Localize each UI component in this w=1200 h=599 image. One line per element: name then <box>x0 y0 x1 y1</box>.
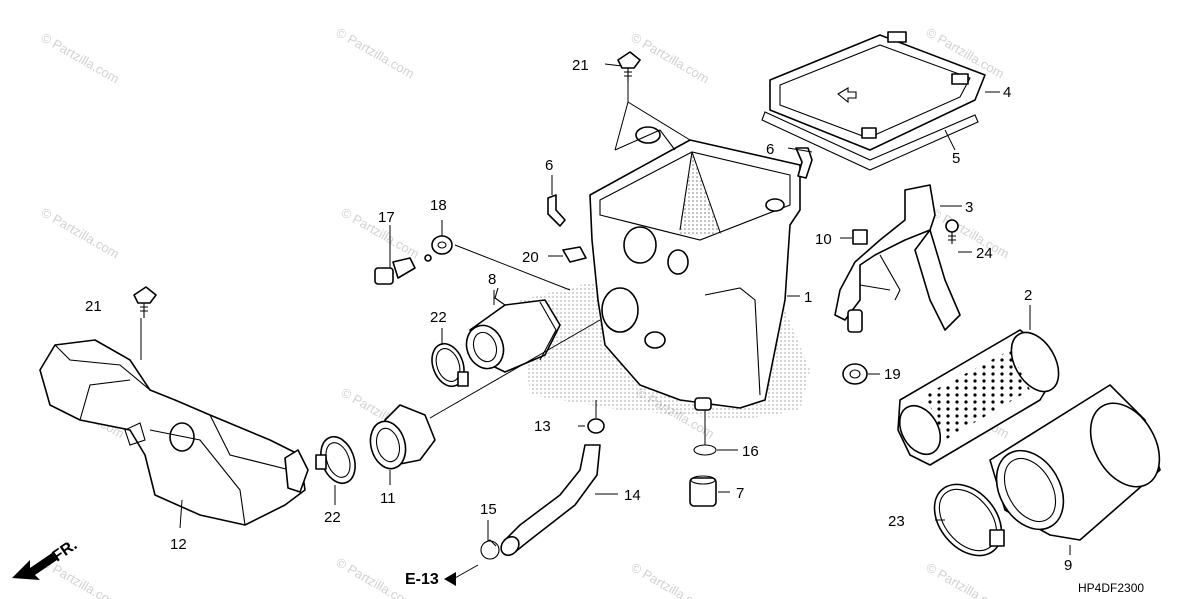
hose-clamp-22b <box>315 435 356 485</box>
filter-bracket <box>834 184 961 333</box>
watermark: © Partzilla.com <box>334 25 417 82</box>
drain-tube-7 <box>689 475 717 507</box>
callout-16: 16 <box>742 443 759 460</box>
callout-14: 14 <box>624 487 641 504</box>
front-arrow-icon <box>12 553 57 580</box>
callout-4: 4 <box>1003 84 1011 101</box>
callout-22: 22 <box>430 309 447 326</box>
filter-element-outer <box>989 384 1161 541</box>
callout-23: 23 <box>888 513 905 530</box>
callout-17: 17 <box>378 209 395 226</box>
cover-gasket <box>761 111 979 171</box>
hose-clamp-22a <box>431 342 469 388</box>
drain-plug-17 <box>374 254 432 285</box>
watermark: © Partzilla.com <box>629 560 712 599</box>
drain-hose-14 <box>504 444 601 553</box>
callout-20: 20 <box>522 249 539 266</box>
bolt-21-left <box>133 286 157 318</box>
callout-7: 7 <box>736 485 744 502</box>
callout-12: 12 <box>170 536 187 553</box>
connecting-tube-8 <box>465 287 561 373</box>
part-10-block <box>852 229 868 245</box>
bolt-21-top <box>617 51 641 82</box>
grommet-19 <box>842 363 868 385</box>
housing-cover <box>769 31 986 151</box>
watermark: © Partzilla.com <box>39 205 122 262</box>
clip-16 <box>693 444 717 456</box>
callout-21: 21 <box>85 298 102 315</box>
callout-18: 18 <box>430 197 447 214</box>
clip-6a <box>547 194 566 227</box>
filter-element-inner <box>897 329 1060 466</box>
watermark: © Partzilla.com <box>39 30 122 87</box>
band-clamp-23 <box>933 483 1005 557</box>
callout-15: 15 <box>480 501 497 518</box>
callout-8: 8 <box>488 271 496 288</box>
callout-6: 6 <box>545 157 553 174</box>
screw-24 <box>945 219 959 244</box>
reference-arrow-icon <box>444 572 456 586</box>
callout-24: 24 <box>976 245 993 262</box>
callout-1: 1 <box>804 289 812 306</box>
intake-boot-11 <box>369 404 436 470</box>
clip-15 <box>480 539 500 560</box>
callout-22: 22 <box>324 509 341 526</box>
callout-19: 19 <box>884 366 901 383</box>
callouts: 21 4 5 6 6 17 18 3 20 10 24 8 1 2 21 22 … <box>85 57 1072 574</box>
diagram-code: HP4DF2300 <box>1078 581 1144 595</box>
intake-duct-12 <box>39 339 309 526</box>
cap-13 <box>587 418 605 434</box>
callout-2: 2 <box>1024 287 1032 304</box>
air-cleaner-housing <box>589 126 801 411</box>
callout-10: 10 <box>815 231 832 248</box>
callout-5: 5 <box>952 150 960 167</box>
watermark: © Partzilla.com <box>924 560 1007 599</box>
callout-11: 11 <box>380 490 396 507</box>
callout-21: 21 <box>572 57 589 74</box>
clip-6b <box>795 147 813 179</box>
clip-20 <box>562 246 587 263</box>
leader-lines <box>140 63 1071 579</box>
grommet-18 <box>431 235 453 255</box>
callout-6: 6 <box>766 141 774 158</box>
callout-13: 13 <box>534 418 551 435</box>
callout-9: 9 <box>1064 557 1072 574</box>
callout-3: 3 <box>965 199 973 216</box>
reference-label: E-13 <box>405 571 439 588</box>
watermark: © Partzilla.com <box>629 30 712 87</box>
